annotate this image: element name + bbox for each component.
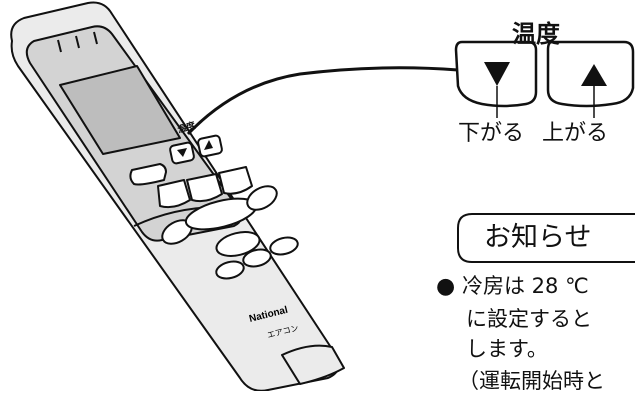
enlarged-temp-buttons	[454, 40, 635, 108]
remote-oval-button[interactable]	[243, 181, 281, 214]
down-label: 下がる	[458, 121, 525, 146]
remote-oval-button[interactable]	[268, 235, 299, 257]
grille-slot	[75, 35, 80, 49]
remote-up-arrow-icon	[204, 140, 213, 150]
remote-bottom-flap	[281, 344, 345, 385]
notice-bullet: ●	[436, 274, 456, 299]
notice-line: （運転開始時と	[458, 369, 605, 393]
up-arrow-icon	[581, 64, 607, 86]
remote-small-button[interactable]	[129, 163, 167, 186]
remote-oval-button[interactable]	[241, 247, 272, 269]
callout-leader-line	[186, 66, 459, 136]
remote-oval-button[interactable]	[214, 259, 245, 281]
notice-line: に設定すると	[466, 307, 592, 331]
remote-big-button[interactable]	[186, 173, 223, 203]
notice-heading-frame	[457, 213, 635, 263]
notice-title: お知らせ	[484, 222, 592, 253]
remote-big-button[interactable]	[157, 179, 191, 209]
remote-big-button[interactable]	[218, 166, 253, 195]
notice-line: 冷房は 28 ℃	[462, 274, 589, 298]
up-label: 上がる	[542, 121, 609, 146]
grille-slot	[93, 31, 98, 45]
remote-display	[59, 65, 181, 155]
remote-oval-button[interactable]	[214, 228, 262, 260]
remote-down-arrow-icon	[177, 148, 187, 157]
notice-line: します。	[466, 337, 548, 361]
down-arrow-icon	[484, 62, 510, 86]
grille-slot	[57, 39, 62, 53]
temperature-title: 温度	[512, 20, 560, 48]
remote-control	[10, 1, 345, 391]
